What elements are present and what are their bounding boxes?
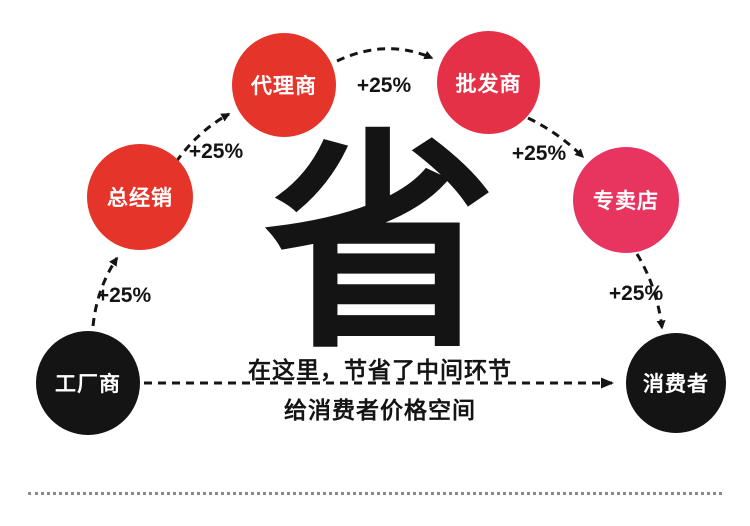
node-exclusive-store: 专卖店: [573, 147, 679, 253]
node-wholesaler: 批发商: [437, 31, 540, 134]
node-consumer-label: 消费者: [643, 373, 709, 396]
node-agent: 代理商: [232, 33, 336, 137]
arrow-factory-to-distributor: [91, 256, 119, 327]
save-character: 省: [263, 116, 496, 375]
node-factory-label: 工厂商: [55, 373, 121, 396]
node-exclusive-store-label: 专卖店: [593, 190, 659, 213]
arrow-store-to-consumer: [635, 253, 666, 330]
caption-line-1: 在这里，节省了中间环节: [248, 357, 512, 383]
increment-label-1: +25%: [96, 284, 152, 307]
node-general-distributor-label: 总经销: [107, 187, 173, 210]
arrow-agent-to-wholesaler: [336, 47, 434, 63]
increment-label-3: +25%: [356, 74, 412, 97]
increment-label-4: +25%: [511, 142, 567, 165]
node-wholesaler-label: 批发商: [455, 72, 522, 96]
node-general-distributor: 总经销: [87, 144, 193, 250]
increment-label-5: +25%: [608, 282, 664, 305]
caption: 在这里，节省了中间环节 给消费者价格空间: [188, 350, 572, 430]
node-factory: 工厂商: [36, 331, 140, 435]
increment-label-2: +25%: [188, 140, 244, 163]
node-consumer: 消费者: [626, 333, 726, 433]
arrow-distributor-to-agent: [174, 112, 231, 163]
arrow-wholesaler-to-store: [527, 116, 585, 159]
node-agent-label: 代理商: [251, 75, 317, 98]
caption-line-2: 给消费者价格空间: [284, 397, 476, 423]
bottom-dotted-divider: [28, 492, 722, 495]
